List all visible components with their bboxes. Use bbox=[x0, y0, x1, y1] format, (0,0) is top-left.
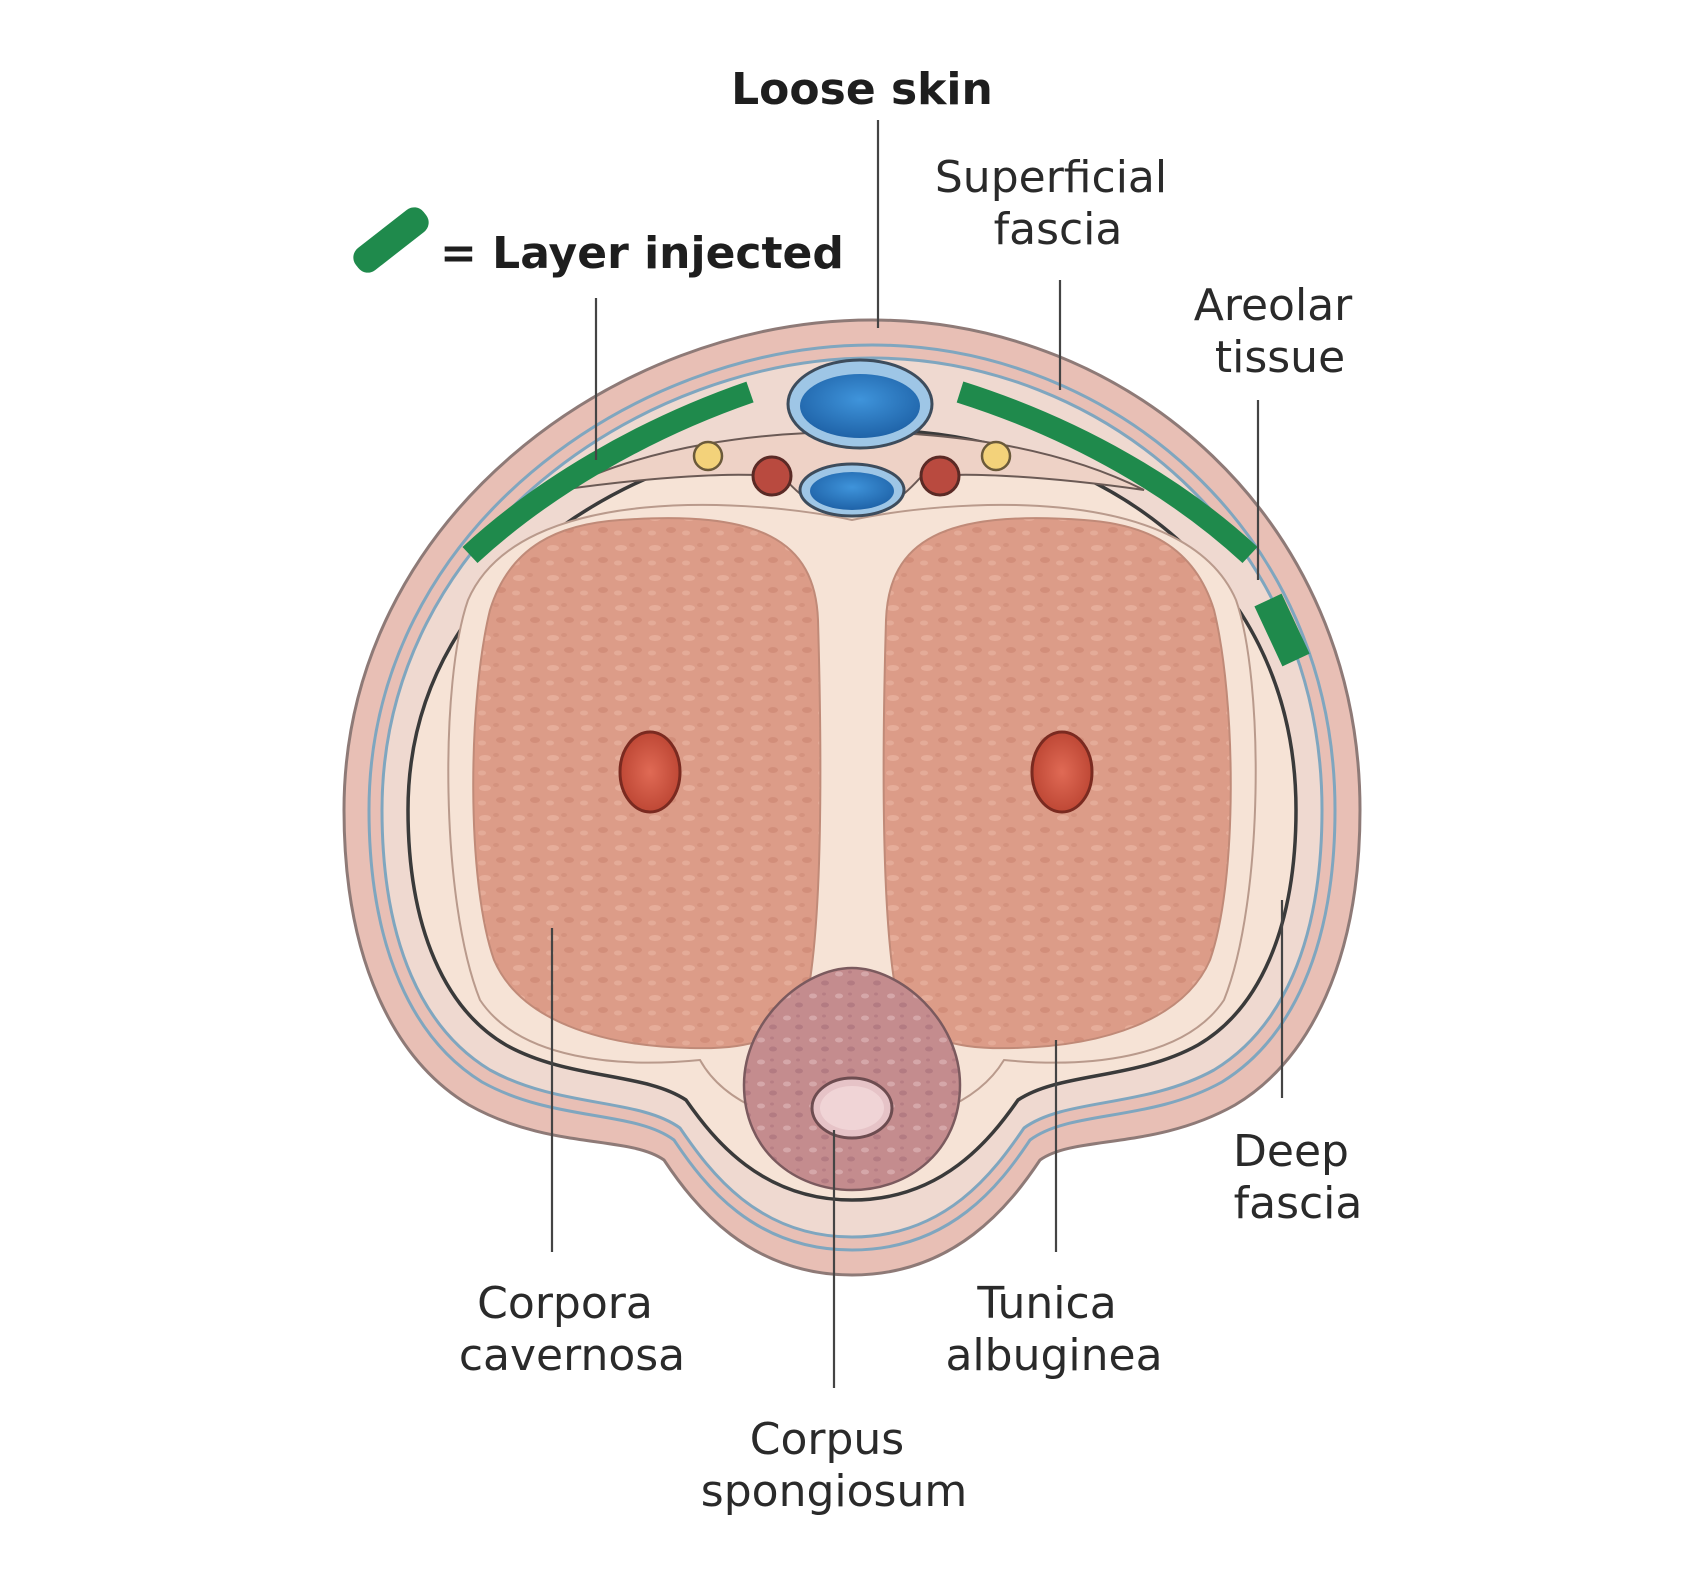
deep-artery-right bbox=[1030, 730, 1094, 814]
label-deep-fascia: Deep fascia bbox=[1233, 1126, 1363, 1229]
urethra-lumen bbox=[820, 1086, 884, 1130]
injected-layer-right bbox=[956, 381, 1258, 564]
legend-text: = Layer injected bbox=[440, 228, 844, 279]
dorsal-nerve-left bbox=[692, 440, 724, 472]
deep-artery-left bbox=[618, 730, 682, 814]
superficial-dorsal-vein-lumen bbox=[800, 374, 920, 438]
label-superficial-fascia: Superficial fascia bbox=[935, 152, 1181, 255]
label-areolar-tissue: Areolar tissue bbox=[1194, 280, 1367, 383]
injected-layer-left bbox=[462, 381, 754, 564]
label-loose-skin: Loose skin bbox=[731, 64, 993, 115]
legend-green-swatch bbox=[353, 207, 429, 273]
label-tunica-albuginea: Tunica albuginea bbox=[945, 1278, 1162, 1381]
deep-dorsal-vein-lumen bbox=[810, 472, 894, 510]
dorsal-artery-right bbox=[919, 455, 961, 497]
superficial-fascia-layer bbox=[367, 343, 1337, 1252]
injected-layer-right-small bbox=[1254, 593, 1310, 667]
dorsal-artery-left bbox=[751, 455, 793, 497]
dorsal-nerve-right bbox=[980, 440, 1012, 472]
legend: = Layer injected bbox=[353, 207, 844, 279]
label-corpora-cavernosa: Corpora cavernosa bbox=[459, 1278, 685, 1381]
label-corpus-spongiosum: Corpus spongiosum bbox=[701, 1414, 967, 1517]
